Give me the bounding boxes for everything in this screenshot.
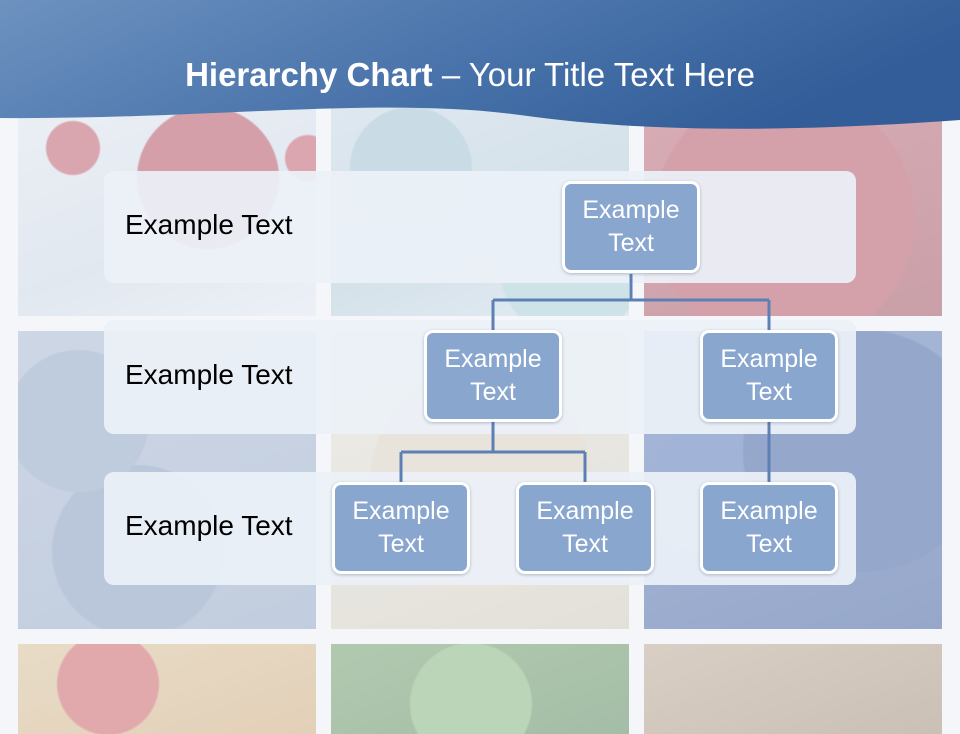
header-wave-shape bbox=[0, 0, 960, 129]
node-mid-right[interactable]: Example Text bbox=[700, 330, 838, 422]
node-leaf-3-label: Example Text bbox=[720, 497, 818, 558]
level-label-2: Example Text bbox=[125, 359, 293, 390]
level-label-1: Example Text bbox=[125, 209, 293, 240]
node-leaf-1[interactable]: Example Text bbox=[332, 482, 470, 574]
node-mid-right-label: Example Text bbox=[720, 345, 818, 406]
node-leaf-3[interactable]: Example Text bbox=[700, 482, 838, 574]
node-leaf-2[interactable]: Example Text bbox=[516, 482, 654, 574]
background-photo-ribbon bbox=[18, 644, 316, 734]
node-mid-left[interactable]: Example Text bbox=[424, 330, 562, 422]
background-photo-bows bbox=[644, 644, 942, 734]
page-title: Hierarchy Chart – Your Title Text Here bbox=[185, 56, 755, 93]
node-root-label: Example Text bbox=[582, 196, 680, 257]
node-leaf-2-label: Example Text bbox=[536, 497, 634, 558]
header-banner: Hierarchy Chart – Your Title Text Here bbox=[0, 0, 960, 140]
node-root[interactable]: Example Text bbox=[562, 181, 700, 273]
connector-root-to-mid bbox=[491, 274, 771, 330]
node-leaf-1-label: Example Text bbox=[352, 497, 450, 558]
level-band-1: Example Text bbox=[104, 171, 856, 283]
connector-midleft-to-leaves bbox=[399, 422, 587, 482]
node-mid-left-label: Example Text bbox=[444, 345, 542, 406]
level-label-3: Example Text bbox=[125, 510, 293, 541]
background-photo-ornament-green bbox=[331, 644, 629, 734]
